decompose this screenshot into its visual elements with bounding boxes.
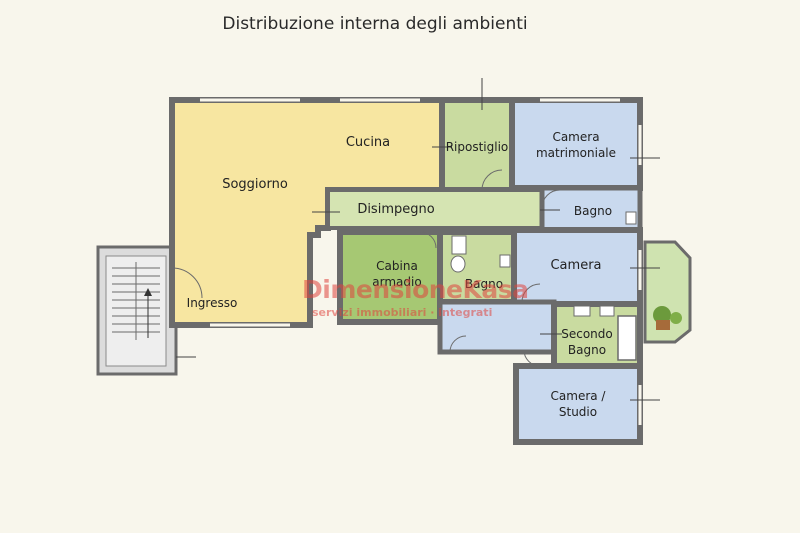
sink-icon	[573, 305, 591, 317]
watermark-logo: DimensioneKasa servizi immobiliari · int…	[302, 275, 529, 319]
plant-pot-icon	[656, 320, 670, 330]
label-camera-studio-1: Camera /	[551, 389, 607, 403]
page-title: Distribuzione interna degli ambienti	[222, 14, 528, 34]
room-corridoio	[437, 299, 557, 355]
label-camera: Camera	[550, 258, 601, 273]
sink-icon	[499, 254, 511, 268]
plant-icon	[670, 312, 682, 324]
terrace	[643, 240, 692, 344]
label-cabina-2: armadio	[372, 275, 421, 289]
label-ripostiglio: Ripostiglio	[446, 140, 509, 154]
label-ingresso: Ingresso	[187, 296, 238, 310]
room-bagno-1	[539, 185, 643, 233]
bathtub-icon	[617, 315, 637, 361]
room-camera-matrimoniale	[509, 97, 643, 191]
room-camera-studio	[513, 363, 643, 445]
stairwell	[96, 245, 178, 376]
label-camera-matrimoniale-2: matrimoniale	[536, 146, 616, 160]
label-bagno-1: Bagno	[574, 204, 612, 218]
room-disimpegno	[326, 188, 544, 230]
label-secondo-bagno-2: Bagno	[568, 343, 606, 357]
label-camera-matrimoniale-1: Camera	[552, 130, 599, 144]
label-cucina: Cucina	[346, 135, 390, 150]
watermark-tagline: servizi immobiliari · integrati	[312, 306, 492, 319]
tick-marks	[176, 78, 660, 401]
room-camera	[511, 227, 643, 307]
toilet-icon	[599, 305, 615, 317]
room-cabina-armadio	[337, 229, 443, 325]
label-disimpegno: Disimpegno	[357, 202, 434, 217]
doors	[171, 169, 561, 367]
stair-arrow-icon	[144, 288, 152, 296]
shower-icon	[451, 235, 467, 255]
label-bagno-2: Bagno	[465, 277, 503, 291]
label-soggiorno: Soggiorno	[222, 177, 288, 192]
label-camera-studio-2: Studio	[559, 405, 597, 419]
watermark-brand: DimensioneKasa	[302, 275, 529, 304]
toilet-icon	[450, 255, 466, 273]
label-cabina-1: Cabina	[376, 259, 418, 273]
windows	[200, 98, 642, 425]
plant-icon	[653, 306, 671, 324]
label-secondo-bagno-1: Secondo	[561, 327, 613, 341]
sink-icon	[625, 211, 637, 225]
